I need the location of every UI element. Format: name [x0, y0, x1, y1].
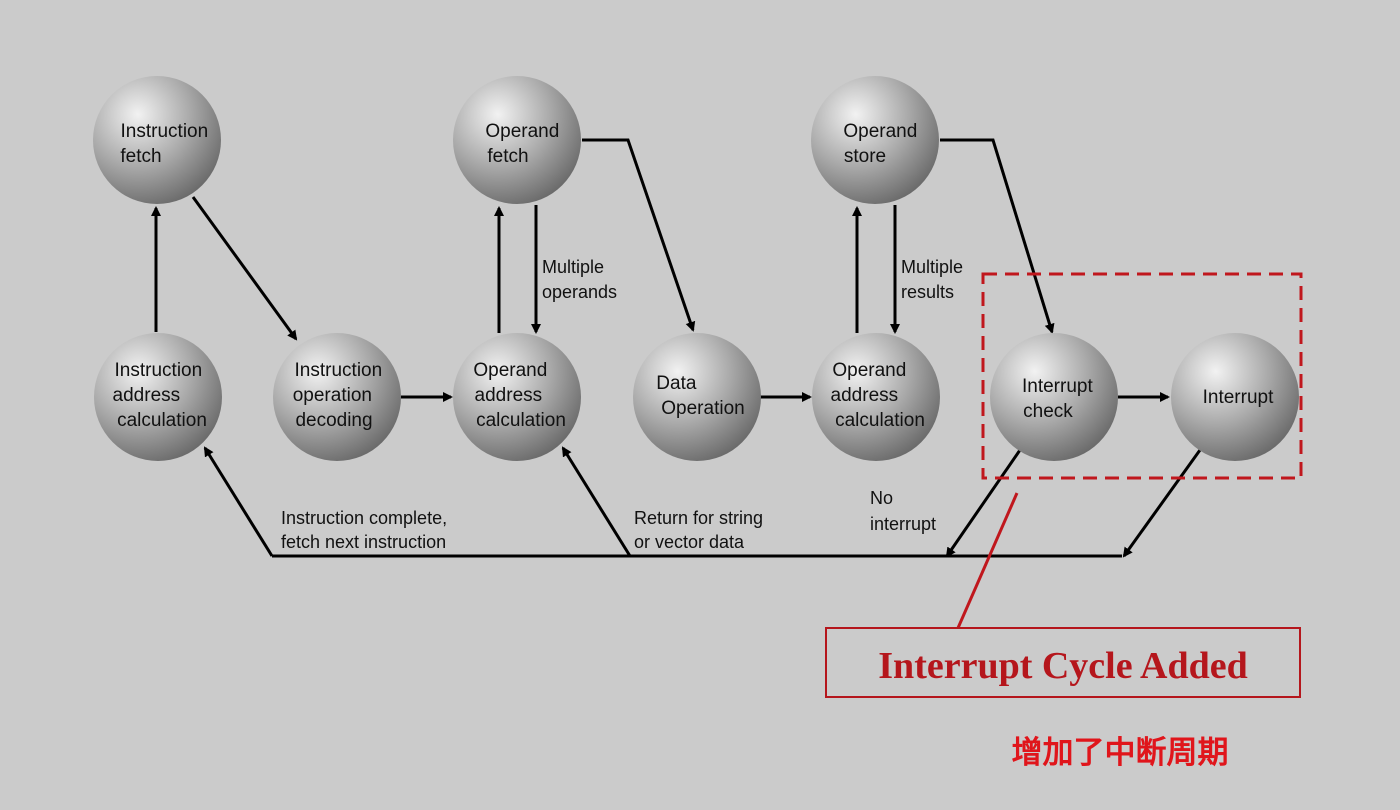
node-interrupt-check: Interrupt check — [990, 333, 1118, 461]
node-operand-store: Operand store — [811, 76, 939, 204]
svg-text:Operand fetch: Operand fetch — [485, 121, 564, 167]
svg-text:Instruction fetch: Instruction fetch — [120, 121, 213, 167]
node-operand-address-calculation-2: Operand address calculation — [812, 333, 940, 461]
callout-subtitle-cn: 增加了中断周期 — [1012, 735, 1229, 771]
node-instruction-operation-decoding: Instruction operation decoding — [273, 333, 401, 461]
svg-text:Instruction address: Instruction address calculation — [113, 360, 208, 431]
edge-ifetch-to-decoding — [191, 196, 298, 341]
svg-text:Instruction operation: Instruction operation decoding — [293, 360, 388, 431]
edge-ostore-to-icheck — [940, 138, 1055, 334]
svg-text:Operand address ca: Operand address calculation — [473, 360, 566, 431]
node-instruction-fetch: Instruction fetch — [93, 76, 221, 204]
label-return-for-string: Return for string or vector data — [634, 508, 768, 552]
node-data-operation: Data Operation — [633, 333, 761, 461]
edge-ofetch-to-dataop — [582, 138, 696, 332]
svg-text:Data Operation: Data Operation — [656, 373, 744, 419]
label-instruction-complete: Instruction complete, fetch next instruc… — [281, 508, 452, 552]
edges — [151, 138, 1202, 558]
edge-return-to-iac — [203, 446, 274, 557]
svg-text:Interrupt: Interrupt — [1203, 387, 1274, 408]
svg-text:Interrupt check: Interrupt check — [1022, 376, 1098, 422]
edge-icheck-no-interrupt — [945, 449, 1022, 558]
node-instruction-address-calculation: Instruction address calculation — [94, 333, 222, 461]
label-no-interrupt: No interrupt — [870, 488, 936, 534]
callout-title: Interrupt Cycle Added — [878, 645, 1247, 687]
node-operand-address-calculation-1: Operand address calculation — [453, 333, 581, 461]
svg-text:Operand store: Operand store — [843, 121, 922, 167]
callout-box — [825, 627, 1301, 698]
edge-return-to-oac1 — [561, 446, 632, 557]
node-interrupt: Interrupt — [1171, 333, 1299, 461]
svg-text:Operand address ca: Operand address calculation — [831, 360, 925, 431]
label-multiple-results: Multiple results — [901, 257, 968, 302]
callout-pointer-line — [956, 492, 1019, 629]
interrupt-cycle-highlight-box — [981, 272, 1303, 480]
edge-interrupt-to-bottom — [1122, 449, 1202, 558]
node-operand-fetch: Operand fetch — [453, 76, 581, 204]
label-multiple-operands: Multiple operands — [542, 257, 617, 302]
